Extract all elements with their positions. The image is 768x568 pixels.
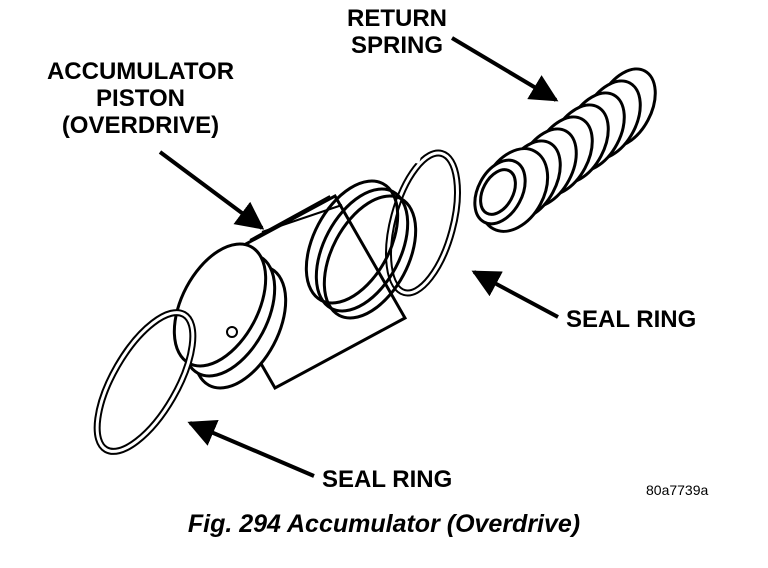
figure-caption: Fig. 294 Accumulator (Overdrive) bbox=[187, 510, 581, 538]
arrow-seal-ring-upper bbox=[471, 270, 559, 319]
figure-id: 80a7739a bbox=[646, 482, 709, 498]
seal-ring-upper-drawing bbox=[385, 149, 461, 297]
seal-ring-upper-label: SEAL RING bbox=[566, 306, 697, 333]
leader-arrows bbox=[158, 36, 559, 478]
return-spring-label: RETURN SPRING bbox=[347, 5, 447, 59]
arrow-seal-ring-lower bbox=[187, 420, 315, 478]
accumulator-piston-label: ACCUMULATOR PISTON (OVERDRIVE) bbox=[46, 58, 235, 139]
arrow-return-spring bbox=[450, 36, 559, 102]
accumulator-piston-drawing bbox=[172, 179, 418, 391]
return-spring-drawing bbox=[473, 67, 657, 233]
seal-ring-lower-label: SEAL RING bbox=[322, 466, 453, 493]
seal-ring-lower-drawing bbox=[93, 309, 197, 455]
arrow-accumulator-piston bbox=[158, 150, 265, 230]
